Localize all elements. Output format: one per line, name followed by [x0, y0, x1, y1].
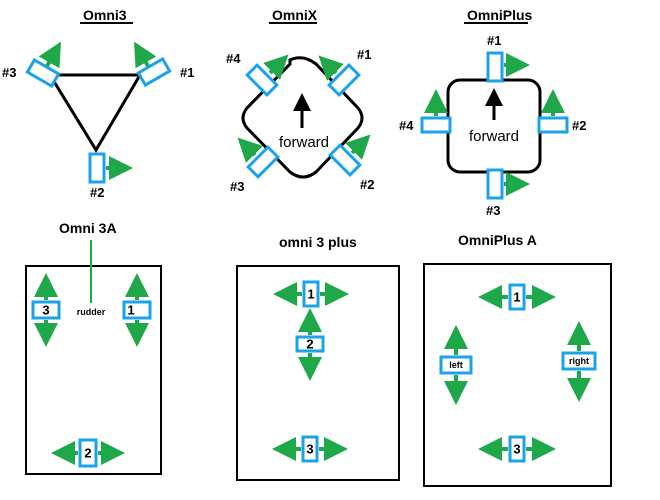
omniplus-diagram: OmniPlus forward #1 #2 #3 #4 — [399, 7, 586, 218]
omni3a-motor-3: 3 — [31, 273, 61, 347]
omnix-diagram: OmniX forward #1 #2 #3 #4 — [226, 7, 374, 194]
omni3-diagram: Omni3 #1 #2 #3 — [2, 7, 194, 200]
omniplusa-title: OmniPlus A — [458, 232, 537, 248]
omniplusa-motor-1-label: 1 — [513, 290, 520, 305]
omniplusa-motor-3-label: 3 — [513, 442, 520, 457]
omniplusa-motor-right: right — [561, 321, 597, 402]
omni3-frame — [47, 73, 143, 153]
omni3-motor-1-arrow — [134, 41, 157, 69]
omniplus-motor-2 — [537, 89, 569, 134]
omni3plus-diagram: omni 3 plus 1 2 3 — [236, 234, 400, 481]
omni3plus-title: omni 3 plus — [279, 234, 357, 250]
omni3a-rudder-label: rudder — [77, 307, 106, 317]
omniplus-motor-4 — [420, 89, 452, 134]
omnix-motor-2-arrow — [345, 134, 371, 160]
omni3-title: Omni3 — [83, 7, 127, 23]
omniplusa-motor-left-label: left — [449, 360, 463, 370]
omniplus-frame — [446, 78, 542, 174]
omnix-motor-2 — [328, 134, 371, 177]
omni3plus-motor-3: 3 — [272, 435, 348, 463]
omniplus-label-1: #1 — [487, 33, 501, 48]
omnix-motor-4-arrow — [263, 54, 289, 80]
omniplus-label-3: #3 — [486, 203, 500, 218]
omni3-label-3: #3 — [2, 65, 16, 80]
omnix-label-1: #1 — [357, 47, 371, 62]
omni3a-title: Omni 3A — [59, 220, 117, 236]
omnix-label-3: #3 — [230, 179, 244, 194]
omnix-motor-3-arrow — [237, 137, 263, 163]
omniplus-motor-3 — [486, 168, 530, 200]
omnix-label-2: #2 — [360, 177, 374, 192]
omniplusa-motor-left: left — [439, 325, 473, 405]
omni3-motor-3 — [25, 41, 61, 89]
omnix-motor-1 — [318, 55, 361, 97]
omniplus-forward-label: forward — [469, 128, 519, 145]
omni3a-frame — [25, 265, 162, 475]
omni3a-motor-1-label: 1 — [127, 303, 134, 318]
omnix-frame — [241, 56, 364, 179]
omni3a-motor-1: 1 — [122, 273, 152, 347]
omni3a-motor-2: 2 — [51, 438, 125, 468]
omni3plus-motor-3-label: 3 — [306, 442, 313, 457]
omniplus-label-2: #2 — [572, 118, 586, 133]
omni3plus-motor-1: 1 — [273, 280, 349, 308]
omni3plus-motor-2: 2 — [295, 308, 325, 381]
omni3plus-motor-1-label: 1 — [307, 287, 314, 302]
omniplusa-frame — [423, 263, 612, 487]
omni3a-motor-3-label: 3 — [42, 303, 49, 318]
omniplusa-motor-right-label: right — [569, 356, 589, 366]
omni3-motor-2 — [88, 152, 133, 184]
omnix-title: OmniX — [272, 7, 318, 23]
omnix-forward-label: forward — [279, 134, 329, 151]
omni3plus-frame — [236, 265, 400, 481]
omniplus-label-4: #4 — [399, 118, 414, 133]
omnix-motor-3 — [237, 137, 280, 179]
omniplus-motor-1 — [486, 51, 530, 83]
omni3-label-1: #1 — [180, 65, 194, 80]
omniplusa-motor-1: 1 — [478, 283, 556, 311]
omni3-label-2: #2 — [90, 185, 104, 200]
omniplusa-motor-3: 3 — [478, 435, 556, 463]
omnix-label-4: #4 — [226, 51, 241, 66]
omni3plus-motor-2-label: 2 — [306, 337, 313, 352]
omni3a-diagram: Omni 3A rudder 3 1 2 — [25, 220, 162, 475]
omnix-motor-1-arrow — [318, 55, 344, 81]
omniplusa-diagram: OmniPlus A 1 left right 3 — [423, 232, 612, 487]
omni3-motor-1 — [134, 41, 172, 88]
omni3-motor-3-arrow — [38, 41, 61, 69]
omniplus-title: OmniPlus — [467, 7, 533, 23]
omnix-motor-4 — [245, 54, 289, 97]
omni3a-motor-2-label: 2 — [84, 446, 91, 461]
